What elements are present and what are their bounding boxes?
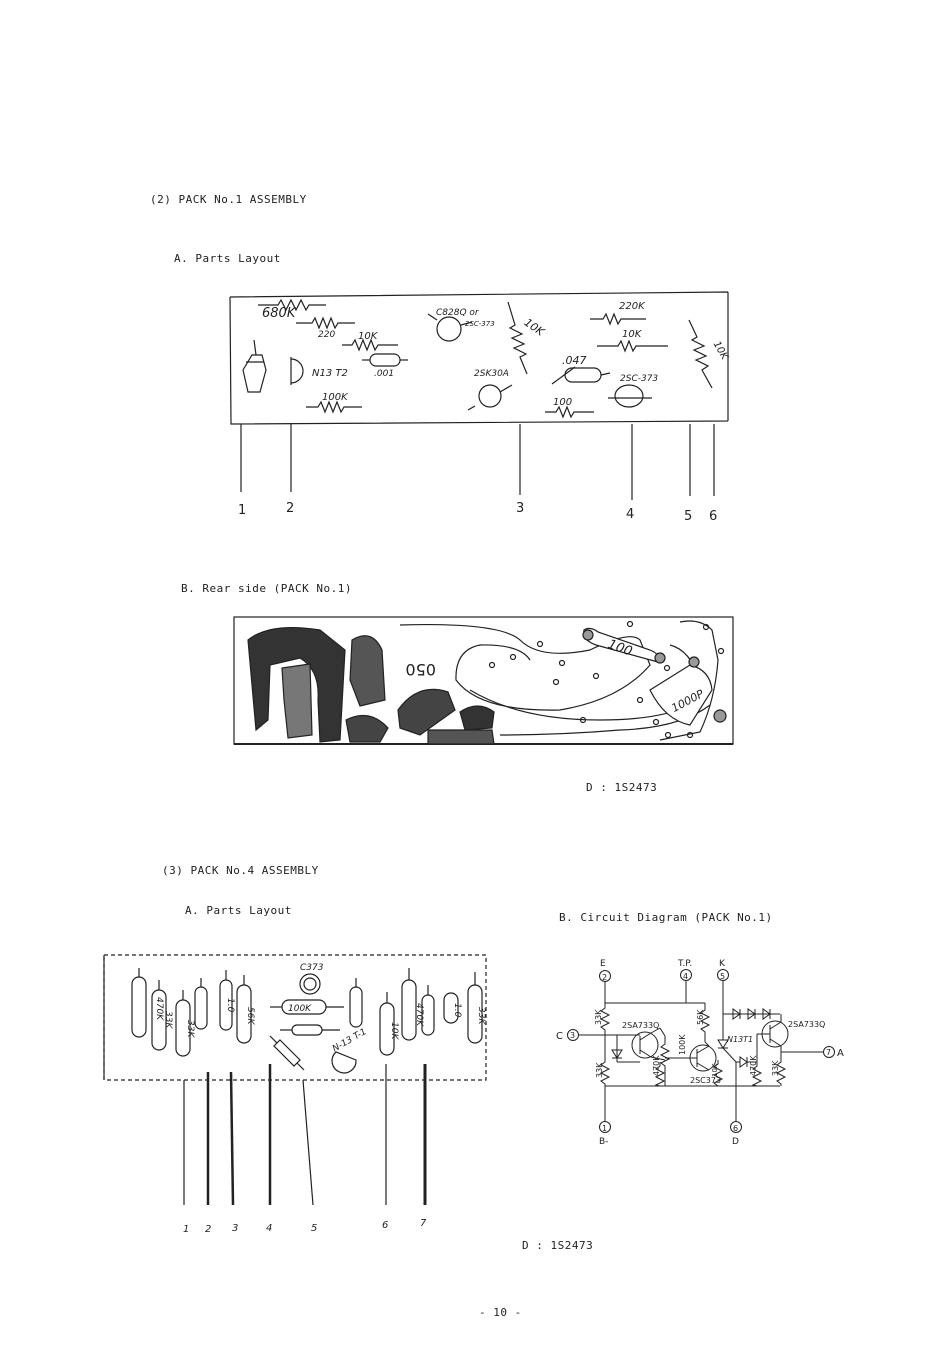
c-label-n6: 6	[733, 1124, 738, 1133]
c-label-b: B-	[599, 1137, 608, 1147]
pin4-label: 4	[626, 507, 634, 522]
rear-label-code: 050	[405, 660, 436, 679]
label-220k: 220K	[619, 301, 646, 312]
section2-rear-title: B. Rear side (PACK No.1)	[181, 582, 352, 595]
c-label-c: C	[556, 1031, 563, 1042]
pin1-label: 1	[238, 503, 246, 518]
section3-diode-note: D : 1S2473	[522, 1239, 594, 1252]
label-680k: 680K	[262, 306, 297, 321]
section3-parts-layout-title: A. Parts Layout	[185, 904, 292, 917]
c-label-33k-right: 33K	[771, 1060, 780, 1076]
p4-label-470k-a: 470K	[154, 997, 164, 1021]
label-001: .001	[374, 369, 394, 379]
c-label-q2: 2SC373	[690, 1076, 721, 1085]
p4-pin6: 6	[382, 1220, 388, 1231]
label-100k: 100K	[322, 392, 349, 403]
p4-pin4: 4	[266, 1223, 272, 1234]
pin3-label: 3	[516, 501, 524, 516]
page-number: - 10 -	[479, 1306, 522, 1319]
c-label-33k-bot: 33K	[595, 1062, 604, 1078]
c-label-d: D	[732, 1137, 739, 1147]
c-label-n3: 3	[570, 1031, 575, 1040]
section2-heading: (2) PACK No.1 ASSEMBLY	[150, 193, 307, 206]
p4-label-33k-b: 33K	[185, 1020, 195, 1038]
label-2sc373: 2SC-373	[620, 374, 658, 384]
label-c828: C828Q or	[436, 308, 480, 318]
c-label-470k-a: 470K	[652, 1055, 661, 1076]
p4-pin5: 5	[311, 1223, 317, 1234]
c-label-e: E	[600, 959, 606, 969]
p4-pin3: 3	[232, 1223, 238, 1234]
c-label-tp: T.P.	[677, 959, 692, 969]
c-label-10k: 10K	[711, 1063, 719, 1077]
c-label-n7: 7	[826, 1048, 831, 1057]
label-220: 220	[318, 330, 335, 340]
c-label-n1: 1	[602, 1124, 607, 1133]
c-label-100k: 100K	[678, 1034, 687, 1055]
c-label-470k-b: 470K	[749, 1055, 758, 1076]
p4-label-10k: 10K	[389, 1022, 399, 1040]
section3-circuit-title: B. Circuit Diagram (PACK No.1)	[559, 911, 773, 924]
p4-label-100k: 100K	[288, 1004, 312, 1014]
label-2sk30a: 2SK30A	[474, 369, 509, 379]
label-c828b: 2SC-373	[465, 320, 495, 328]
section3-heading: (3) PACK No.4 ASSEMBLY	[162, 864, 319, 877]
label-10k-b: 10K	[622, 329, 643, 340]
p4-pin1: 1	[183, 1224, 189, 1235]
p4-label-1-0: 1.0	[225, 998, 235, 1013]
c-label-k: K	[719, 959, 726, 969]
c-label-56k: 56K	[696, 1009, 705, 1025]
c-label-n4: 4	[683, 972, 688, 981]
label-100: 100	[553, 397, 572, 408]
c-label-n13t1: N13T1	[727, 1035, 753, 1044]
p4-label-33k-c: 33K	[476, 1007, 486, 1025]
pin2-label: 2	[286, 501, 294, 516]
c-label-n5: 5	[720, 972, 725, 981]
p4-pin7: 7	[420, 1218, 427, 1229]
p4-label-1-0-b: 1.0	[452, 1003, 462, 1018]
label-10k: 10K	[358, 331, 379, 342]
c-label-a: A	[837, 1048, 844, 1059]
pin6-label: 6	[709, 509, 717, 524]
pin5-label: 5	[684, 509, 692, 524]
section2-diode-note: D : 1S2473	[586, 781, 658, 794]
label-n13t2: N13 T2	[312, 368, 348, 379]
p4-label-33k-a: 33K	[163, 1011, 173, 1029]
p4-label-56k: 56K	[245, 1007, 255, 1025]
p4-label-470k-b: 470K	[414, 1003, 424, 1027]
c-label-33k-top: 33K	[594, 1009, 603, 1025]
label-047: .047	[562, 354, 587, 367]
section2-parts-layout-title: A. Parts Layout	[174, 252, 281, 265]
c-label-q1: 2SA733Q	[622, 1021, 659, 1030]
c-label-n2: 2	[602, 973, 607, 982]
p4-pin2: 2	[205, 1224, 211, 1235]
c-label-q3: 2SA733Q	[788, 1020, 825, 1029]
p4-label-c373: C373	[300, 963, 324, 973]
